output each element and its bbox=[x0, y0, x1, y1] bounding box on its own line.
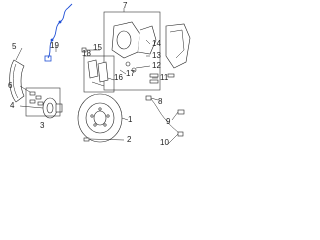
guide-pins bbox=[149, 73, 175, 84]
callout-12: 12 bbox=[152, 61, 161, 70]
callout-4: 4 bbox=[10, 101, 15, 110]
brake-pads bbox=[87, 59, 109, 87]
callout-14: 14 bbox=[152, 39, 161, 48]
callout-5: 5 bbox=[12, 42, 17, 51]
brake-disc bbox=[77, 93, 123, 143]
callout-15: 15 bbox=[93, 43, 102, 52]
callout-2: 2 bbox=[127, 135, 132, 144]
callout-17: 17 bbox=[126, 69, 135, 78]
leader-lines bbox=[15, 8, 179, 145]
bolts-group bbox=[29, 91, 44, 106]
callout-19: 19 bbox=[50, 41, 59, 50]
callout-11: 11 bbox=[160, 73, 169, 82]
callout-8: 8 bbox=[158, 97, 163, 106]
disc-screw bbox=[83, 137, 90, 142]
caliper-bracket bbox=[165, 23, 191, 69]
callout-7: 7 bbox=[123, 1, 128, 10]
callout-3: 3 bbox=[40, 121, 45, 130]
caliper-body bbox=[111, 21, 157, 73]
callout-10: 10 bbox=[160, 138, 169, 147]
callout-13: 13 bbox=[152, 51, 161, 60]
callout-6: 6 bbox=[8, 81, 13, 90]
brake-hose bbox=[145, 95, 185, 137]
caliper-kit-box bbox=[103, 11, 161, 91]
callout-16: 16 bbox=[114, 73, 123, 82]
pad-kit-box bbox=[83, 55, 115, 93]
dust-shield bbox=[9, 59, 25, 103]
callout-18: 18 bbox=[82, 49, 91, 58]
wheel-speed-sensor-harness bbox=[44, 3, 73, 62]
hub-bearing bbox=[42, 97, 63, 119]
brake-parts-diagram: 7 5 6 4 3 1 2 19 15 18 16 17 14 13 12 11… bbox=[8, 1, 191, 147]
callout-1: 1 bbox=[128, 115, 133, 124]
callout-9: 9 bbox=[166, 117, 171, 126]
hub-kit-box bbox=[25, 87, 61, 117]
